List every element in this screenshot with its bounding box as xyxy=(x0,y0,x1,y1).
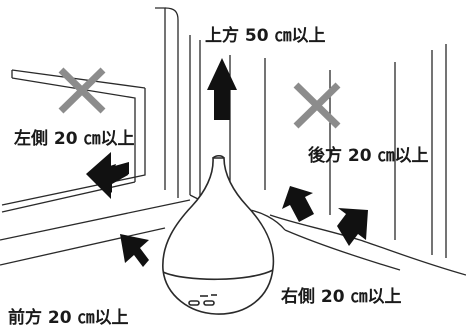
humidifier xyxy=(162,154,275,315)
direction-arrow-icon xyxy=(120,234,149,267)
direction-arrow-icon xyxy=(282,186,314,222)
x-mark-icon xyxy=(293,82,341,129)
direction-arrow-icon xyxy=(207,58,237,120)
label-back: 後方 20 ㎝以上 xyxy=(308,145,429,166)
direction-arrow-icon xyxy=(86,152,129,199)
label-front: 前方 20 ㎝以上 xyxy=(8,307,129,328)
label-right: 右側 20 ㎝以上 xyxy=(281,286,402,307)
x-mark-icon xyxy=(58,67,106,114)
label-left: 左側 20 ㎝以上 xyxy=(14,128,135,149)
label-top: 上方 50 ㎝以上 xyxy=(205,25,326,46)
direction-arrow-icon xyxy=(337,208,368,246)
